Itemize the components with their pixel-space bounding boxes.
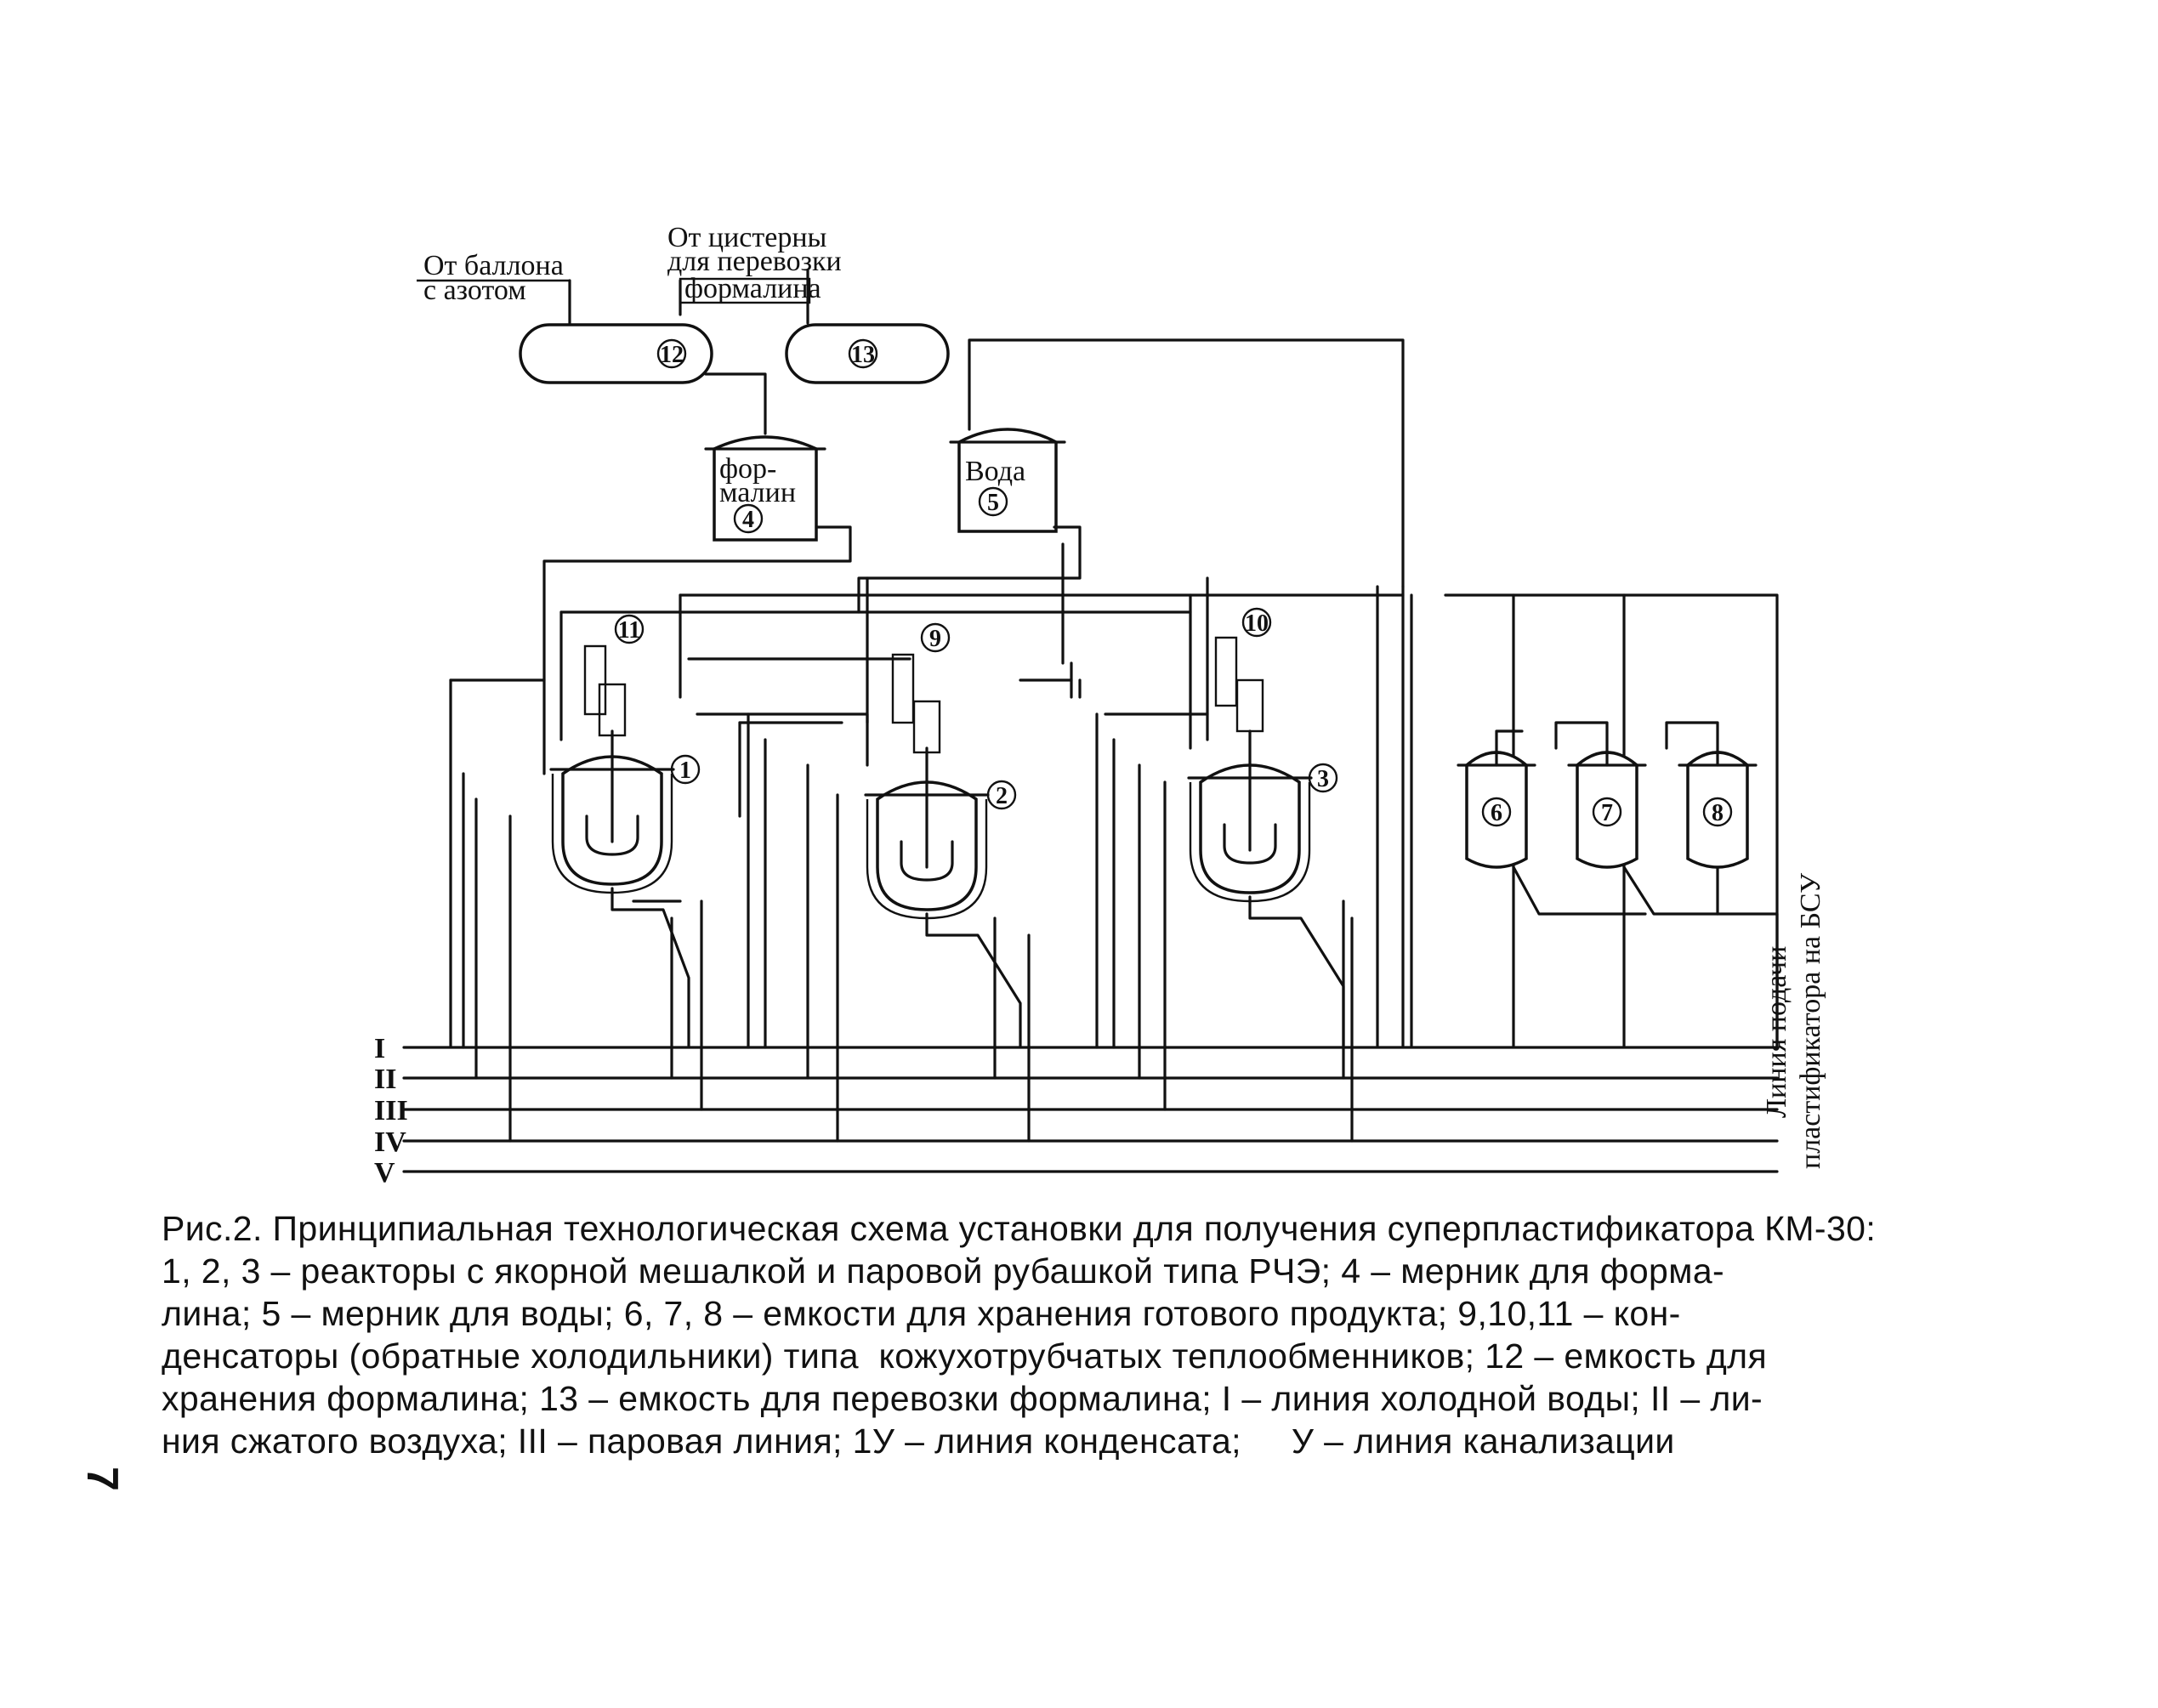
reactor-3: 3: [1187, 678, 1345, 1047]
svg-text:пластификатора на БСУ: пластификатора на БСУ: [1795, 872, 1826, 1169]
figure-caption: Рис.2. Принципиальная технологическая сх…: [162, 1207, 2032, 1462]
product-tank-8: 8: [1665, 721, 1758, 916]
svg-text:От цистерны: От цистерны: [667, 222, 827, 253]
svg-text:с азотом: с азотом: [423, 275, 526, 306]
svg-text:I: I: [374, 1033, 385, 1064]
svg-text:6: 6: [1491, 800, 1502, 826]
svg-text:фор-: фор-: [719, 453, 776, 485]
svg-text:2: 2: [996, 783, 1008, 809]
utility-lines: I II III IV V: [374, 1033, 1779, 1189]
product-tank-6: 6: [1457, 729, 1647, 916]
svg-text:11: 11: [618, 617, 640, 644]
svg-text:9: 9: [929, 626, 941, 652]
caption-line: ния сжатого воздуха; III – паровая линия…: [162, 1421, 1675, 1461]
svg-text:8: 8: [1712, 800, 1724, 826]
caption-line: 1, 2, 3 – реакторы с якорной мешалкой и …: [162, 1251, 1725, 1291]
caption-line: Рис.2. Принципиальная технологическая сх…: [162, 1209, 1877, 1248]
svg-text:3: 3: [1317, 766, 1329, 792]
svg-text:малин: малин: [719, 477, 796, 508]
formalin-transport-tank-13: 13: [785, 323, 950, 384]
svg-text:4: 4: [742, 507, 754, 533]
caption-line: денсаторы (обратные холодильники) типа к…: [162, 1336, 1768, 1376]
caption-line: лина; 5 – мерник для воды; 6, 7, 8 – емк…: [162, 1294, 1681, 1333]
svg-text:13: 13: [851, 342, 875, 368]
water-measurer-5: Вода 5: [949, 428, 1066, 533]
piping-network: [449, 525, 1779, 1047]
plasticizer-outlet-label: Линия подачи пластификатора на БСУ: [1761, 872, 1826, 1169]
svg-text:IV: IV: [374, 1126, 406, 1158]
formalin-storage-tank-12: 12: [519, 323, 713, 384]
nitrogen-source-label: От баллона с азотом: [417, 250, 570, 306]
svg-text:Вода: Вода: [965, 456, 1025, 487]
svg-text:1: 1: [679, 758, 691, 784]
svg-text:II: II: [374, 1064, 396, 1095]
svg-text:10: 10: [1245, 610, 1269, 637]
reactor-1: 1: [549, 683, 701, 1047]
svg-text:формалина: формалина: [684, 273, 821, 304]
svg-text:12: 12: [660, 342, 684, 368]
tanker-source-label: От цистерны для перевозки формалина: [667, 222, 842, 304]
reactor-2: 2: [864, 700, 1022, 1047]
formalin-measurer-4: фор- малин 4: [704, 435, 826, 542]
svg-text:Линия подачи: Линия подачи: [1761, 946, 1792, 1118]
svg-text:для перевозки: для перевозки: [667, 246, 842, 277]
condenser-9: 9: [891, 622, 951, 724]
svg-text:III: III: [374, 1095, 408, 1126]
svg-text:От баллона: От баллона: [423, 250, 564, 281]
svg-text:5: 5: [987, 490, 999, 516]
product-tank-7: 7: [1554, 721, 1779, 916]
svg-text:V: V: [374, 1157, 395, 1189]
condenser-11: 11: [583, 614, 645, 716]
page-number: 7: [77, 1467, 127, 1491]
drop-pipes: [462, 712, 1779, 1143]
condenser-10: 10: [1214, 607, 1272, 707]
svg-text:7: 7: [1601, 800, 1613, 826]
caption-line: хранения формалина; 13 – емкость для пер…: [162, 1379, 1763, 1418]
